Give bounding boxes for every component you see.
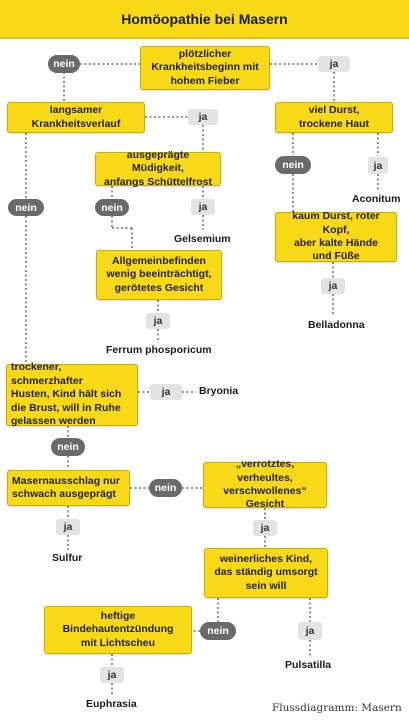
node-fatigue-chills: ausgeprägte Müdigkeit, anfangs Schüttelf… [95, 149, 221, 188]
node-thirst-dry-skin: viel Durst, trockene Haut [275, 102, 393, 133]
node-dry-painful-cough: trockener, schmerzhafter Husten, Kind hä… [6, 361, 138, 427]
nein-label: nein [200, 622, 236, 640]
ja-label: ja [298, 622, 322, 640]
remedy-belladonna: Belladonna [308, 319, 365, 331]
ja-label: ja [146, 313, 170, 329]
nein-label: nein [48, 55, 80, 73]
nein-label: nein [8, 199, 44, 216]
ja-label: ja [150, 384, 182, 400]
remedy-ferrum-phosporicum: Ferrum phosporicum [106, 344, 212, 356]
ja-label: ja [368, 157, 388, 174]
node-red-head-cold-hands: kaum Durst, roter Kopf, aber kalte Hände… [275, 210, 397, 262]
nein-label: nein [51, 438, 85, 456]
remedy-aconitum: Aconitum [352, 193, 401, 205]
remedy-euphrasia: Euphrasia [86, 698, 137, 710]
nein-label: nein [149, 479, 182, 497]
ja-label: ja [56, 519, 80, 535]
remedy-bryonia: Bryonia [199, 385, 239, 397]
ja-label: ja [253, 520, 277, 536]
node-conjunctivitis: heftige Bindehautentzündung mit Lichtsch… [44, 606, 192, 654]
node-weak-rash: Masernausschlag nur schwach ausgeprägt [7, 470, 130, 506]
remedy-pulsatilla: Pulsatilla [285, 659, 332, 671]
ja-label: ja [191, 199, 215, 215]
node-swollen-face: „verrotztes, verheultes, verschwollenes“… [203, 458, 327, 510]
remedy-sulfur: Sulfur [52, 552, 83, 564]
ja-label: ja [100, 667, 124, 683]
node-slow-course: langsamer Krankheitsverlauf [7, 102, 145, 133]
node-general-condition: Allgemeinbefinden wenig beeinträchtigt, … [96, 250, 222, 300]
node-sudden-onset-fever: plötzlicher Krankheitsbeginn mit hohem F… [140, 46, 270, 90]
diagram-title: Homöopathie bei Masern [0, 0, 409, 39]
nein-label: nein [275, 156, 311, 174]
node-weepy-child: weinerliches Kind, das ständig umsorgt s… [204, 548, 328, 598]
ja-label: ja [321, 278, 345, 294]
figure-caption: Flussdiagramm: Masern [272, 702, 402, 714]
ja-label: ja [318, 56, 350, 72]
nein-label: nein [95, 199, 129, 216]
remedy-gelsemium: Gelsemium [174, 233, 231, 245]
ja-label: ja [188, 109, 218, 125]
